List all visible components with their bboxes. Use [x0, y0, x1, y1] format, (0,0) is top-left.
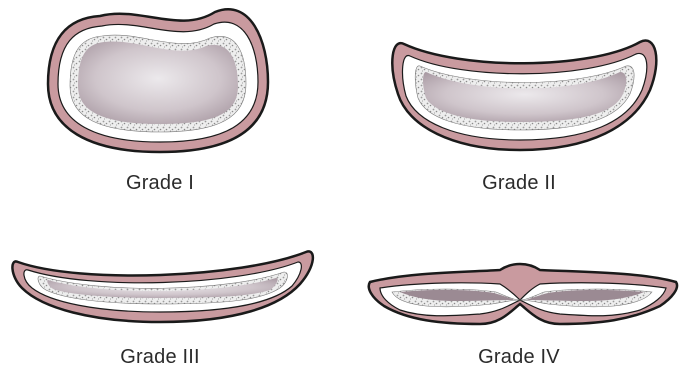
grade-4-label: Grade IV — [478, 346, 560, 369]
grade-1-cross-section — [48, 9, 268, 152]
grade-4-cross-section — [369, 264, 677, 324]
grade-1-label: Grade I — [126, 172, 194, 195]
grade-3-cross-section — [12, 251, 312, 322]
grade-2-label: Grade II — [482, 172, 556, 195]
grade-2-cross-section — [392, 41, 656, 150]
grade-3-label: Grade III — [120, 346, 200, 369]
grade-1-lumen — [78, 42, 238, 124]
